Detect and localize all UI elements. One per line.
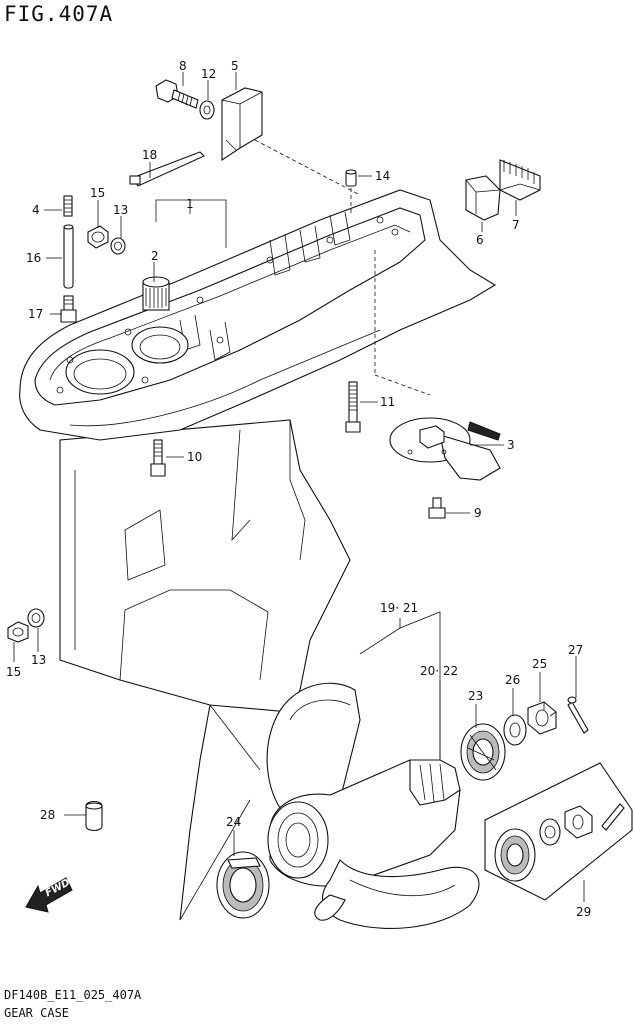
bolt-part-9[interactable]: [428, 497, 446, 519]
callout-6: 6: [476, 233, 484, 247]
nut-part-25[interactable]: [527, 701, 557, 735]
callout-1: 1: [186, 197, 194, 211]
callout-2: 2: [151, 249, 159, 263]
callout-13-upper: 13: [113, 203, 128, 217]
bracket-part-7[interactable]: [499, 159, 541, 201]
plug-part-4[interactable]: [63, 195, 73, 217]
callout-9: 9: [474, 506, 482, 520]
stud-part-16[interactable]: [63, 224, 74, 289]
callout-12: 12: [201, 67, 216, 81]
bolt-part-11[interactable]: [345, 381, 361, 433]
anode-part-6[interactable]: [465, 175, 501, 221]
washer-part-26[interactable]: [503, 714, 527, 746]
callout-14: 14: [375, 169, 390, 183]
fwd-direction-arrow: FWD: [25, 877, 73, 913]
callout-19-21: 19· 21: [380, 601, 418, 615]
bolt-part-17[interactable]: [60, 295, 77, 323]
callout-8: 8: [179, 59, 187, 73]
callout-28: 28: [40, 808, 55, 822]
bolt-part-8[interactable]: [155, 79, 199, 109]
cotter-pin-part-27[interactable]: [567, 696, 589, 734]
callout-15-lower: 15: [6, 665, 21, 679]
bushing-part-24[interactable]: [216, 851, 270, 919]
callout-27: 27: [568, 643, 583, 657]
bolt-part-10[interactable]: [150, 439, 166, 477]
dowel-pin-part-14[interactable]: [345, 169, 357, 215]
plug-part-15-upper[interactable]: [87, 225, 109, 249]
plug-part-28[interactable]: [85, 800, 103, 832]
callout-10: 10: [187, 450, 202, 464]
callout-20-22: 20· 22: [420, 664, 458, 678]
callout-11: 11: [380, 395, 395, 409]
gasket-part-13-upper[interactable]: [110, 237, 126, 255]
callout-23: 23: [468, 689, 483, 703]
callout-4: 4: [32, 203, 40, 217]
figure-title: FIG.407A: [4, 2, 114, 26]
callout-5: 5: [231, 59, 239, 73]
bushing-part-2[interactable]: [142, 276, 170, 311]
trim-tab-part-3[interactable]: [389, 417, 501, 481]
thrust-washer-part-23[interactable]: [460, 723, 506, 781]
propeller-part-19-21[interactable]: [266, 682, 480, 929]
leader-lines: [13, 72, 585, 921]
kit-part-29[interactable]: [484, 762, 633, 901]
callout-15-upper: 15: [90, 186, 105, 200]
callout-7: 7: [512, 218, 520, 232]
callout-13-lower: 13: [31, 653, 46, 667]
callout-numbers: 8 12 5 18 1 2 4 15 13 16 17 14 6 7 11 3 …: [6, 59, 591, 919]
model-code: DF140B_E11_025_407A: [4, 988, 142, 1002]
callout-17: 17: [28, 307, 43, 321]
callout-18: 18: [142, 148, 157, 162]
washer-part-12[interactable]: [199, 100, 215, 120]
callout-3: 3: [507, 438, 515, 452]
callout-29: 29: [576, 905, 591, 919]
plug-part-15-lower[interactable]: [7, 621, 29, 643]
gasket-part-13-lower[interactable]: [27, 608, 45, 628]
callout-16: 16: [26, 251, 41, 265]
callout-24: 24: [226, 815, 241, 829]
callout-26: 26: [505, 673, 520, 687]
callout-25: 25: [532, 657, 547, 671]
anode-part-5[interactable]: [221, 87, 263, 162]
gear-case-housing[interactable]: [19, 189, 497, 921]
section-name: GEAR CASE: [4, 1006, 70, 1020]
